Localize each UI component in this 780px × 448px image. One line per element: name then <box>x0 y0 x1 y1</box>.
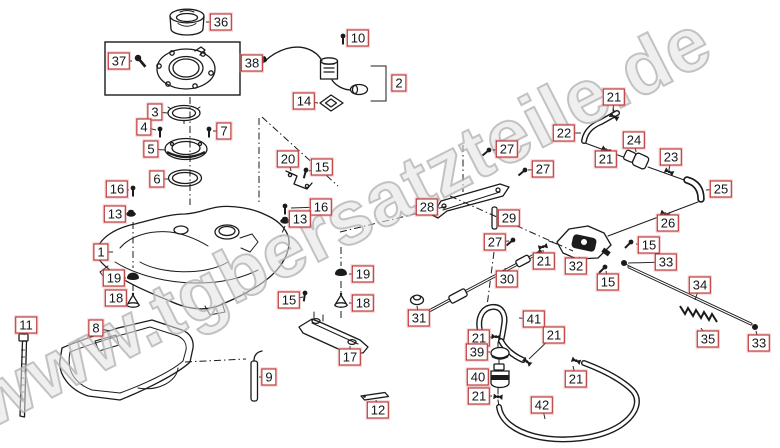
part-label-33[interactable]: 33 <box>654 253 678 271</box>
part-label-3[interactable]: 3 <box>147 103 163 121</box>
part-label-8[interactable]: 8 <box>88 319 104 337</box>
part-label-41[interactable]: 41 <box>522 310 546 328</box>
part-label-21[interactable]: 21 <box>594 150 618 168</box>
part-label-4[interactable]: 4 <box>136 118 152 136</box>
part-label-17[interactable]: 17 <box>338 348 362 366</box>
part-drain-tube <box>184 350 263 402</box>
part-filler-flange-box <box>104 41 241 96</box>
part-label-1[interactable]: 1 <box>93 243 109 261</box>
part-fuel-pipe <box>409 250 542 313</box>
part-label-15[interactable]: 15 <box>596 273 620 291</box>
part-label-13[interactable]: 13 <box>288 210 312 228</box>
part-label-38[interactable]: 38 <box>240 54 264 72</box>
part-label-15[interactable]: 15 <box>277 291 301 309</box>
part-label-16[interactable]: 16 <box>309 198 333 216</box>
part-label-26[interactable]: 26 <box>656 214 680 232</box>
part-label-21[interactable]: 21 <box>564 370 588 388</box>
part-label-19[interactable]: 19 <box>102 269 126 287</box>
part-label-32[interactable]: 32 <box>564 257 588 275</box>
part-label-21[interactable]: 21 <box>532 252 556 270</box>
part-rear-bracket-mounts <box>298 247 369 354</box>
part-label-29[interactable]: 29 <box>497 209 521 227</box>
part-label-28[interactable]: 28 <box>415 198 439 216</box>
part-label-40[interactable]: 40 <box>466 368 490 386</box>
part-label-27[interactable]: 27 <box>495 140 519 158</box>
part-label-30[interactable]: 30 <box>495 270 519 288</box>
part-label-6[interactable]: 6 <box>149 170 165 188</box>
part-label-14[interactable]: 14 <box>292 92 316 110</box>
part-label-7[interactable]: 7 <box>216 122 232 140</box>
part-small-bracket <box>285 167 313 190</box>
part-label-27[interactable]: 27 <box>483 233 507 251</box>
part-label-34[interactable]: 34 <box>688 276 712 294</box>
part-label-19[interactable]: 19 <box>351 265 375 283</box>
part-fuel-valve <box>537 225 635 275</box>
part-label-21[interactable]: 21 <box>467 387 491 405</box>
part-label-37[interactable]: 37 <box>107 52 131 70</box>
part-label-13[interactable]: 13 <box>103 205 127 223</box>
part-label-15[interactable]: 15 <box>310 158 334 176</box>
part-label-9[interactable]: 9 <box>261 368 277 386</box>
part-label-42[interactable]: 42 <box>530 396 554 414</box>
part-label-21[interactable]: 21 <box>542 326 566 344</box>
part-right-tank-bolts <box>279 203 290 239</box>
part-label-10[interactable]: 10 <box>346 29 370 47</box>
part-cable <box>621 260 758 330</box>
part-label-21[interactable]: 21 <box>467 329 491 347</box>
part-label-27[interactable]: 27 <box>531 160 555 178</box>
part-label-20[interactable]: 20 <box>276 150 300 168</box>
part-label-39[interactable]: 39 <box>465 343 489 361</box>
part-label-21[interactable]: 21 <box>602 88 626 106</box>
part-label-23[interactable]: 23 <box>659 148 683 166</box>
part-label-18[interactable]: 18 <box>351 294 375 312</box>
part-fuel-hoses-filter <box>476 303 640 443</box>
part-label-16[interactable]: 16 <box>105 180 129 198</box>
part-left-mounts <box>126 185 140 308</box>
part-fuel-cap <box>169 8 205 36</box>
part-label-22[interactable]: 22 <box>552 124 576 142</box>
part-label-35[interactable]: 35 <box>696 330 720 348</box>
part-label-33[interactable]: 33 <box>747 334 771 352</box>
part-label-36[interactable]: 36 <box>209 13 233 31</box>
part-label-15[interactable]: 15 <box>637 236 661 254</box>
part-fuel-tank <box>96 205 290 316</box>
part-label-2[interactable]: 2 <box>391 74 407 92</box>
part-label-24[interactable]: 24 <box>622 131 646 149</box>
part-label-5[interactable]: 5 <box>143 140 159 158</box>
part-cable-tie <box>18 333 29 418</box>
part-label-25[interactable]: 25 <box>709 180 733 198</box>
part-label-11[interactable]: 11 <box>15 316 37 334</box>
part-label-18[interactable]: 18 <box>104 289 128 307</box>
part-flange-rings <box>157 97 212 205</box>
part-label-31[interactable]: 31 <box>407 309 431 327</box>
part-strip <box>360 391 390 401</box>
part-breather-hoses <box>581 108 705 237</box>
part-label-12[interactable]: 12 <box>366 401 390 419</box>
